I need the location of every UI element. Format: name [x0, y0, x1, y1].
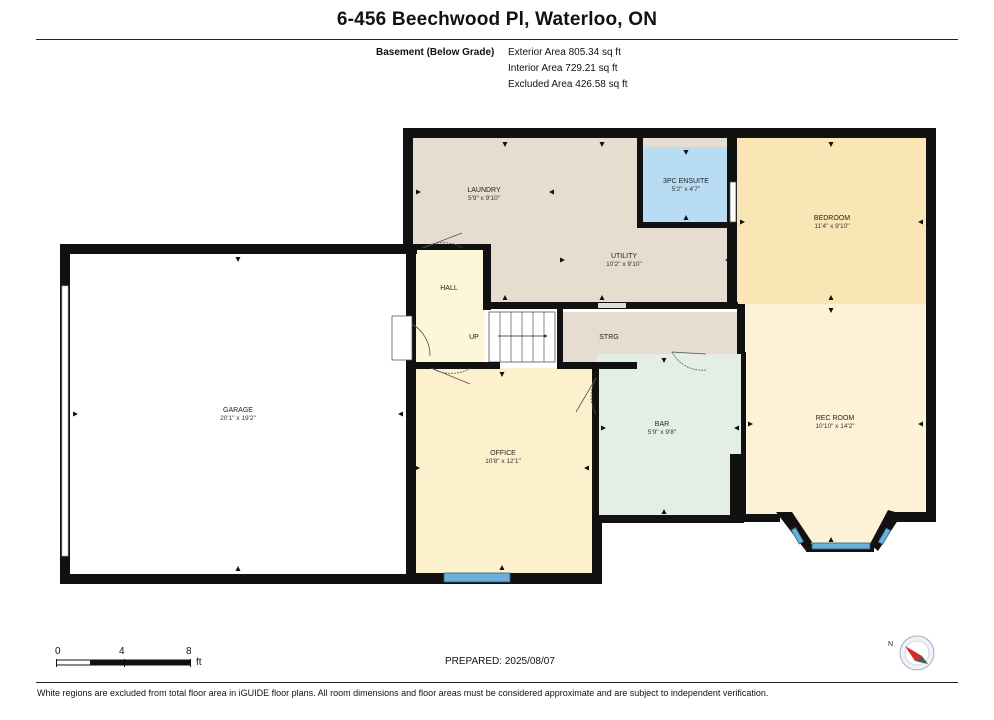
dimension-arrow-icon: [235, 257, 241, 262]
svg-text:N: N: [888, 641, 893, 648]
room-labels: LAUNDRY 5'9" x 9'10" 3PC ENSUITE 5'2" x …: [220, 178, 855, 465]
room-bar: [598, 354, 741, 517]
room-ensuite: [643, 147, 729, 222]
dimension-arrow-icon: [748, 421, 753, 427]
room-storage: [563, 312, 737, 362]
disclaimer: White regions are excluded from total fl…: [37, 688, 769, 698]
doors: [391, 181, 737, 415]
prepared-date: PREPARED: 2025/08/07: [445, 656, 555, 667]
bedroom-dims: 11'4" x 9'10": [814, 223, 850, 230]
dimension-arrow-icon: [416, 189, 421, 195]
dimension-arrow-icon: [73, 411, 78, 417]
room-garage: [70, 254, 407, 574]
interior-area: Interior Area 729.21 sq ft: [508, 63, 618, 74]
garage-name: GARAGE: [223, 407, 253, 414]
utility-dims: 10'2" x 9'10": [606, 261, 642, 268]
laundry-name: LAUNDRY: [467, 187, 501, 194]
dimension-arrow-icon: [828, 295, 834, 300]
level-name: Basement (Below Grade): [376, 47, 495, 58]
storage-name: STRG: [599, 334, 618, 341]
staircase: [488, 311, 556, 363]
dimension-arrow-icon: [549, 189, 554, 195]
bottom-divider: [36, 682, 958, 683]
bar-name: BAR: [655, 421, 669, 428]
scale-bar-graphic: [56, 659, 191, 667]
ensuite-name: 3PC ENSUITE: [663, 178, 709, 185]
garage-door-opening: [61, 285, 69, 557]
dimension-arrow-icon: [502, 142, 508, 147]
bar-dims: 5'9" x 9'8": [648, 429, 677, 436]
office-dims: 10'8" x 12'1": [485, 458, 521, 465]
dimension-arrow-icon: [683, 150, 689, 155]
dimension-arrow-icon: [734, 425, 739, 431]
dimension-arrow-icon: [73, 142, 923, 571]
stair-label: UP: [469, 334, 479, 341]
level-label: Basement (Below Grade): [376, 45, 494, 61]
rec-room-name: REC ROOM: [816, 415, 855, 422]
dimension-arrow-icon: [560, 257, 565, 263]
dimension-arrow-icon: [599, 295, 605, 300]
area-summary: Exterior Area 805.34 sq ft Interior Area…: [508, 45, 628, 93]
scale-tick-8: 8: [186, 646, 192, 657]
room-hall: [412, 250, 485, 363]
scale-tick-4: 4: [119, 646, 125, 657]
dimension-arrow-icon: [683, 215, 689, 220]
walls: [60, 128, 936, 584]
top-divider: [36, 39, 958, 40]
dimension-arrow-icon: [918, 219, 923, 225]
excluded-area: Excluded Area 426.58 sq ft: [508, 79, 628, 90]
dimension-arrow-icon: [502, 295, 508, 300]
room-office: [412, 368, 592, 573]
windows: [443, 527, 892, 583]
compass-icon: N: [888, 635, 935, 671]
dimension-arrow-icon: [918, 421, 923, 427]
exterior-area: Exterior Area 805.34 sq ft: [508, 47, 621, 58]
dimension-arrow-icon: [740, 219, 745, 225]
laundry-dims: 5'9" x 9'10": [468, 195, 501, 202]
dimension-arrow-icon: [499, 372, 505, 377]
bedroom-name: BEDROOM: [814, 215, 850, 222]
garage-dims: 20'1" x 19'2": [220, 415, 256, 422]
dimension-arrow-icon: [661, 358, 667, 363]
dimension-arrow-icon: [398, 411, 403, 417]
scale-unit: ft: [196, 657, 202, 668]
dimension-arrow-icon: [235, 566, 241, 571]
utility-name: UTILITY: [611, 253, 637, 260]
room-rec-room: [745, 304, 926, 546]
ensuite-dims: 5'2" x 4'7": [672, 186, 701, 193]
dimension-arrow-icon: [584, 465, 589, 471]
room-bedroom: [737, 138, 926, 304]
office-name: OFFICE: [490, 450, 516, 457]
hall-name: HALL: [440, 285, 458, 292]
dimension-arrow-icon: [601, 425, 606, 431]
dimension-arrow-icon: [828, 308, 834, 313]
dimension-arrow-icon: [499, 565, 505, 570]
dimension-arrow-icon: [661, 509, 667, 514]
dimension-arrow-icon: [415, 465, 420, 471]
dimension-arrow-icon: [725, 257, 730, 263]
dimension-arrow-icon: [828, 537, 834, 542]
scale-tick-0: 0: [55, 646, 61, 657]
plan-title: 6-456 Beechwood Pl, Waterloo, ON: [336, 9, 658, 30]
rec-room-dims: 10'10" x 14'2": [815, 423, 855, 430]
dimension-arrow-icon: [599, 142, 605, 147]
utility-opening: [598, 303, 626, 308]
dimension-arrow-icon: [828, 142, 834, 147]
